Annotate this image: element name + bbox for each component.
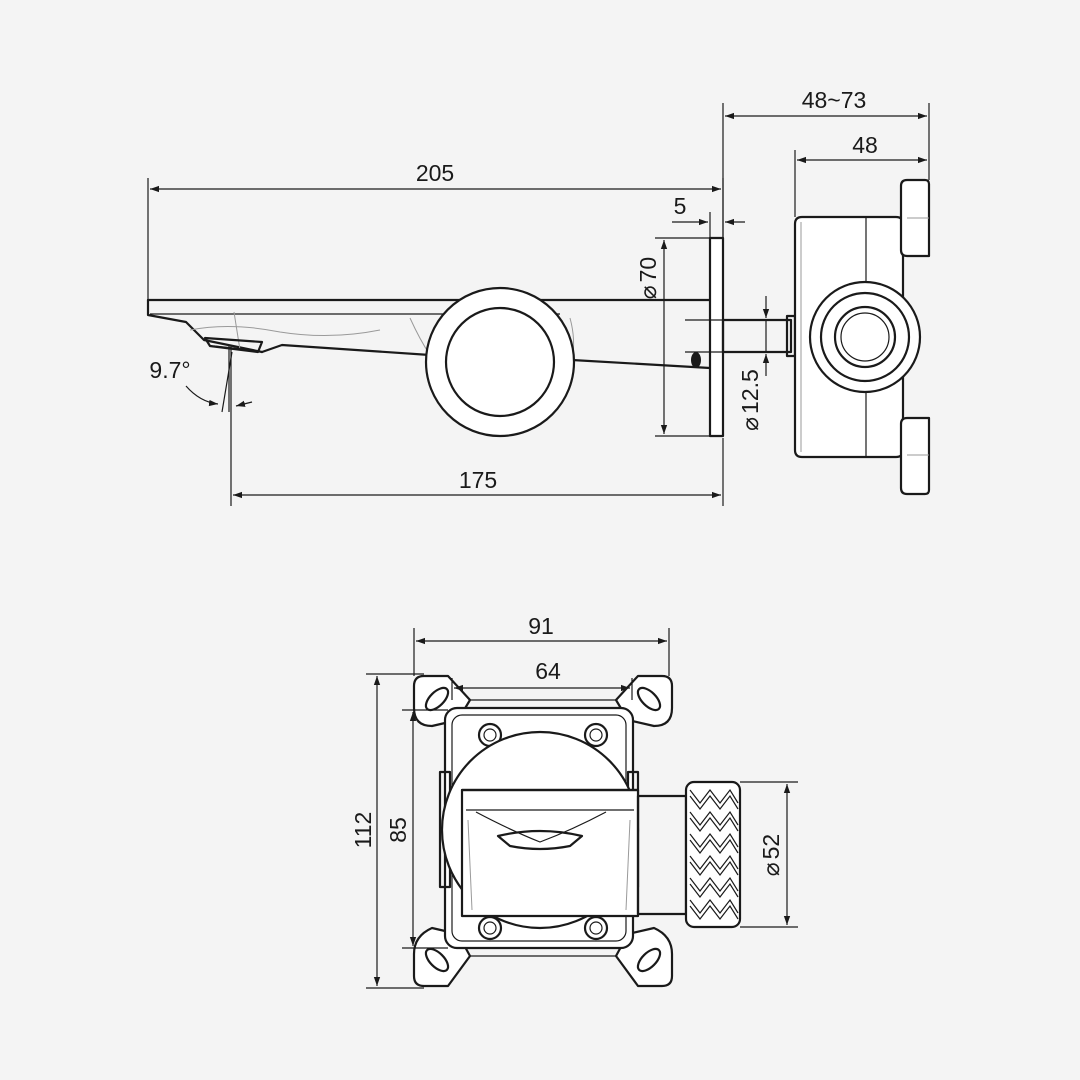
- dimension-85: 85: [385, 709, 448, 949]
- dimension-91: 91: [413, 613, 670, 676]
- dimension-5: 5: [672, 193, 745, 238]
- dimension-175: 175: [230, 345, 724, 506]
- label-112: 112: [350, 812, 376, 849]
- label-48: 48: [852, 132, 878, 158]
- front-view: 91 64 112 85 ⌀52: [350, 613, 798, 989]
- dimension-48-73: 48~73: [722, 87, 930, 238]
- handle-knob: [424, 286, 576, 438]
- front-outlet: [636, 780, 742, 929]
- label-dia-12-5: ⌀12.5: [737, 369, 763, 431]
- label-dia-70: ⌀70: [635, 257, 661, 299]
- dimension-dia-12-5: ⌀12.5: [685, 296, 778, 431]
- front-handle-disc: [440, 730, 640, 930]
- label-angle: 9.7°: [149, 357, 190, 383]
- valve-body: [793, 178, 931, 496]
- spout: [146, 298, 722, 370]
- dimension-dia-70: ⌀70: [635, 237, 710, 437]
- dimension-dia-52: ⌀52: [740, 781, 798, 928]
- connector-pipe: [721, 314, 797, 358]
- label-64: 64: [535, 658, 561, 684]
- label-dia-52: ⌀52: [758, 834, 784, 876]
- dimension-64: 64: [451, 658, 633, 700]
- dimension-205: 205: [147, 160, 724, 300]
- dimension-112: 112: [350, 673, 424, 989]
- dimension-angle: 9.7°: [149, 345, 253, 413]
- label-48-73: 48~73: [802, 87, 867, 113]
- label-91: 91: [528, 613, 554, 639]
- label-5: 5: [674, 193, 687, 219]
- dimension-48: 48: [794, 132, 927, 217]
- label-175: 175: [459, 467, 497, 493]
- wall-plate: [691, 236, 725, 438]
- label-205: 205: [416, 160, 454, 186]
- label-85: 85: [385, 817, 411, 843]
- side-view: 205 175 48~73 48 5 ⌀70: [146, 87, 931, 506]
